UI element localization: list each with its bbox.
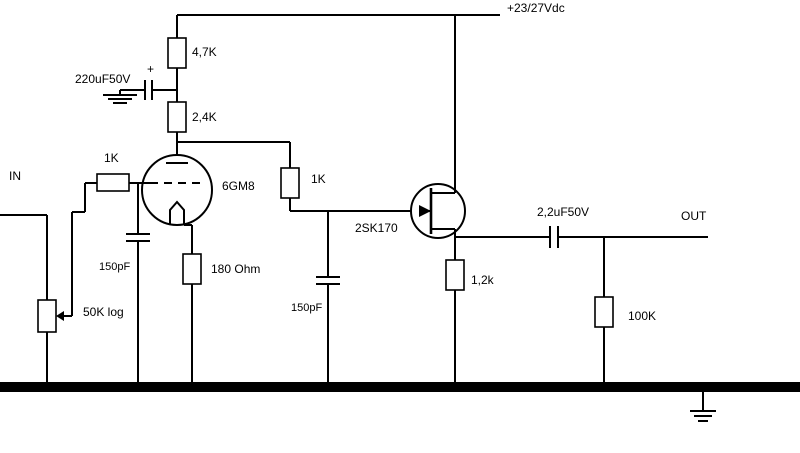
capacitor-2u2 xyxy=(549,226,559,248)
capacitor-150p-grid xyxy=(126,233,150,382)
output-wire xyxy=(455,236,708,382)
supply-rail xyxy=(176,14,500,38)
resistor-1k2-label: 1,2k xyxy=(471,273,495,287)
resistor-180-label: 180 Ohm xyxy=(211,262,260,276)
input-label: IN xyxy=(9,169,21,183)
resistor-4k7-label: 4,7K xyxy=(192,45,217,59)
capacitor-150p-gate xyxy=(316,276,340,382)
resistor-180 xyxy=(182,253,202,285)
n-channel-jfet-icon xyxy=(410,183,466,239)
capacitor-220u-label: 220uF50V xyxy=(75,72,130,86)
plate-wire xyxy=(177,141,291,168)
ground-bus xyxy=(0,382,800,392)
tube-label: 6GM8 xyxy=(222,179,255,193)
resistor-1k-gate-label: 1K xyxy=(311,172,326,186)
cathode-wire xyxy=(184,224,193,382)
resistor-4k7 xyxy=(167,37,187,69)
resistor-1k-grid-label: 1K xyxy=(104,151,119,165)
resistor-1k-grid xyxy=(96,173,130,192)
capacitor-150p-gate-label: 150pF xyxy=(291,302,322,314)
input-wire xyxy=(0,214,48,382)
gate-wire xyxy=(289,198,420,277)
resistor-100k xyxy=(594,296,614,328)
resistor-2k4-label: 2,4K xyxy=(192,110,217,124)
resistor-2k4 xyxy=(167,101,187,133)
ground-icon xyxy=(690,392,716,422)
grid-wire xyxy=(129,182,150,234)
potentiometer-label: 50K log xyxy=(83,305,124,319)
resistor-1k-gate xyxy=(280,167,300,199)
jfet-label: 2SK170 xyxy=(355,221,398,235)
capacitor-150p-grid-label: 150pF xyxy=(99,261,130,273)
resistor-1k2 xyxy=(445,259,465,291)
resistor-100k-label: 100K xyxy=(628,309,656,323)
output-label: OUT xyxy=(681,209,707,223)
capacitor-2u2-label: 2,2uF50V xyxy=(537,205,589,219)
grid-input-wire xyxy=(71,182,97,316)
supply-label: +23/27Vdc xyxy=(507,1,565,15)
potentiometer-icon xyxy=(37,299,72,333)
capacitor-220u-polarity: + xyxy=(147,62,154,76)
ground-icon xyxy=(103,94,137,104)
capacitor-220u xyxy=(119,80,177,100)
triode-tube-icon xyxy=(141,154,213,226)
